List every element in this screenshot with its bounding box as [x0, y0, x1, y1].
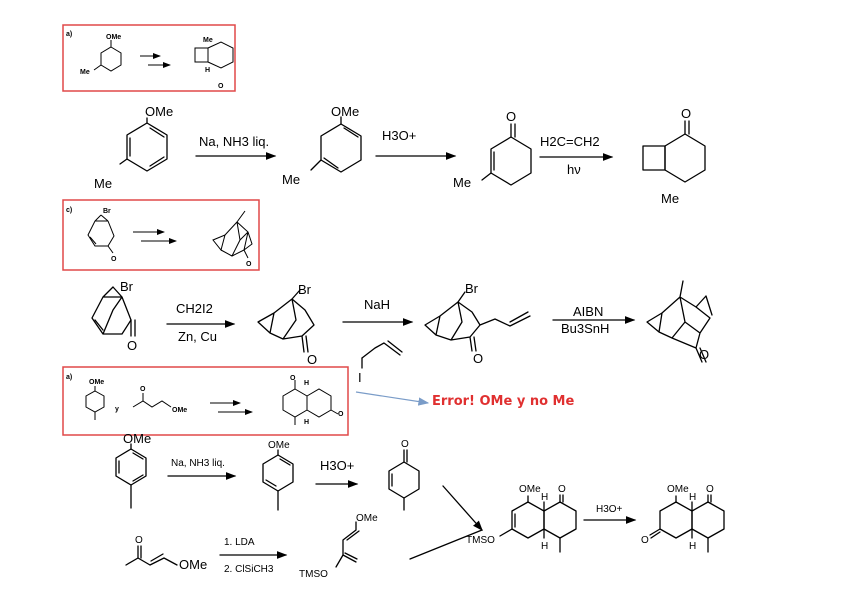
- s3-adduct-h1: H: [541, 492, 548, 503]
- s1-i1-me: Me: [282, 172, 300, 187]
- s3-diene-ome: OMe: [356, 513, 378, 524]
- s1-product-me: Me: [661, 191, 679, 206]
- panel-a2-enone: [132, 393, 172, 408]
- s1-anisole: [119, 117, 168, 172]
- s3-diels-alder-adduct: [499, 494, 577, 553]
- panel-a1-ome: OMe: [106, 34, 121, 41]
- s3-product-h1: H: [689, 492, 696, 503]
- panel-a2-decalin-product: [282, 380, 339, 425]
- panel-a2-tag: a): [66, 374, 72, 381]
- panel-a2-ome2: OMe: [172, 407, 187, 414]
- s2-i2-br: Br: [465, 281, 479, 296]
- panel-c-br: Br: [103, 208, 111, 215]
- panel-a2-o3: O: [338, 411, 344, 418]
- callout-arrow: [355, 391, 430, 406]
- panel-a1-product-o: O: [218, 83, 224, 90]
- s2-reagent-3-top: AIBN: [573, 304, 603, 319]
- panel-c-o2: O: [246, 261, 252, 268]
- s1-enone: [481, 123, 532, 186]
- s3-product-h2: H: [689, 541, 696, 552]
- panel-c-tetracyclic-product: [212, 210, 253, 259]
- panel-a1-anisole-ring: [93, 40, 122, 72]
- s3-reagent-3-step2: 2. ClSiCH3: [224, 564, 274, 575]
- summary-box-a2: [62, 366, 349, 436]
- error-callout: Error! OMe y no Me: [432, 394, 574, 409]
- s3-methylanisole: [115, 443, 147, 509]
- s2-sm-br: Br: [120, 279, 134, 294]
- s3-butenone: [125, 545, 178, 566]
- panel-a2-ome1: OMe: [89, 379, 104, 386]
- s1-reagent-1: Na, NH3 liq.: [199, 134, 269, 149]
- s1-reagent-3-bottom: hν: [567, 162, 581, 177]
- s2-bromonorbornenone: [91, 286, 136, 337]
- s3-ketone-ome: OMe: [179, 557, 207, 572]
- s2-cyclopropanated: [257, 289, 315, 353]
- s3-decalone-product: [649, 494, 725, 553]
- panel-a2-h2: H: [304, 419, 309, 426]
- panel-a1-bicyclic-product: [194, 41, 234, 69]
- s1-product-o: O: [681, 106, 691, 121]
- s3-reagent-4: H3O+: [596, 504, 623, 515]
- panel-c-tag: c): [66, 207, 72, 214]
- s1-reagent-2: H3O+: [382, 128, 416, 143]
- summary-box-c: [62, 199, 260, 271]
- summary-box-a1: [62, 24, 236, 92]
- s3-reagent-3-step1: 1. LDA: [224, 537, 255, 548]
- panel-c-norbornenone: [87, 214, 115, 254]
- s1-sm-ome: OMe: [145, 104, 173, 119]
- panel-a2-o2: O: [290, 375, 296, 382]
- s2-allylated: [424, 291, 531, 352]
- s1-i2-o: O: [506, 109, 516, 124]
- s3-i1-ome: OMe: [268, 440, 290, 451]
- panel-a1-product-h: H: [205, 67, 210, 74]
- s2-i2-o: O: [473, 351, 483, 366]
- s2-sm-o: O: [127, 338, 137, 353]
- s2-tetracyclic-product: [646, 280, 713, 363]
- s3-adduct-o: O: [558, 484, 566, 495]
- s2-product-o: O: [699, 347, 709, 362]
- panel-a2-o1: O: [140, 386, 146, 393]
- s2-i1-o: O: [307, 352, 317, 367]
- s3-diene-tmso: TMSO: [299, 569, 328, 580]
- s1-birch-diene: [310, 116, 362, 173]
- s3-sm-ome: OMe: [123, 431, 151, 446]
- s1-cyclobutane-product: [642, 120, 706, 183]
- s2-reagent-1-top: CH2I2: [176, 301, 213, 316]
- s3-product-o1: O: [706, 484, 714, 495]
- panel-a2-h1: H: [304, 380, 309, 387]
- panel-a1-product-me: Me: [203, 37, 213, 44]
- s1-i2-me: Me: [453, 175, 471, 190]
- s3-ketone-o: O: [135, 535, 143, 546]
- s3-adduct-ome: OMe: [519, 484, 541, 495]
- panel-a1-tag: a): [66, 31, 72, 38]
- s3-adduct-tmso: TMSO: [466, 535, 495, 546]
- s3-product-ome: OMe: [667, 484, 689, 495]
- s3-product-o2: O: [641, 535, 649, 546]
- s2-reagent-2-iodide: I: [358, 370, 362, 385]
- s3-danishefsky-diene: [335, 521, 360, 568]
- s2-reagent-3-bottom: Bu3SnH: [561, 321, 609, 336]
- s2-reagent-1-bottom: Zn, Cu: [178, 329, 217, 344]
- panel-a2-anisole: [85, 386, 105, 420]
- s3-cyclohexenone: [388, 449, 420, 511]
- s2-reagent-2-top: NaH: [364, 297, 390, 312]
- s3-converge-arrow-bottom: [409, 529, 483, 560]
- s1-i1-ome: OMe: [331, 104, 359, 119]
- s3-i2-o: O: [401, 439, 409, 450]
- s3-birch-diene: [262, 449, 294, 511]
- s2-allyl-iodide: [361, 340, 403, 369]
- panel-a2-y: y: [115, 406, 119, 413]
- s3-converge-arrow-top: [442, 485, 483, 531]
- panel-c-o1: O: [111, 256, 117, 263]
- s1-reagent-3-top: H2C=CH2: [540, 134, 600, 149]
- s1-sm-me: Me: [94, 176, 112, 191]
- s3-reagent-2: H3O+: [320, 458, 354, 473]
- s2-i1-br: Br: [298, 282, 312, 297]
- s3-reagent-1: Na, NH3 liq.: [171, 458, 225, 469]
- panel-a1-me: Me: [80, 69, 90, 76]
- s3-adduct-h2: H: [541, 541, 548, 552]
